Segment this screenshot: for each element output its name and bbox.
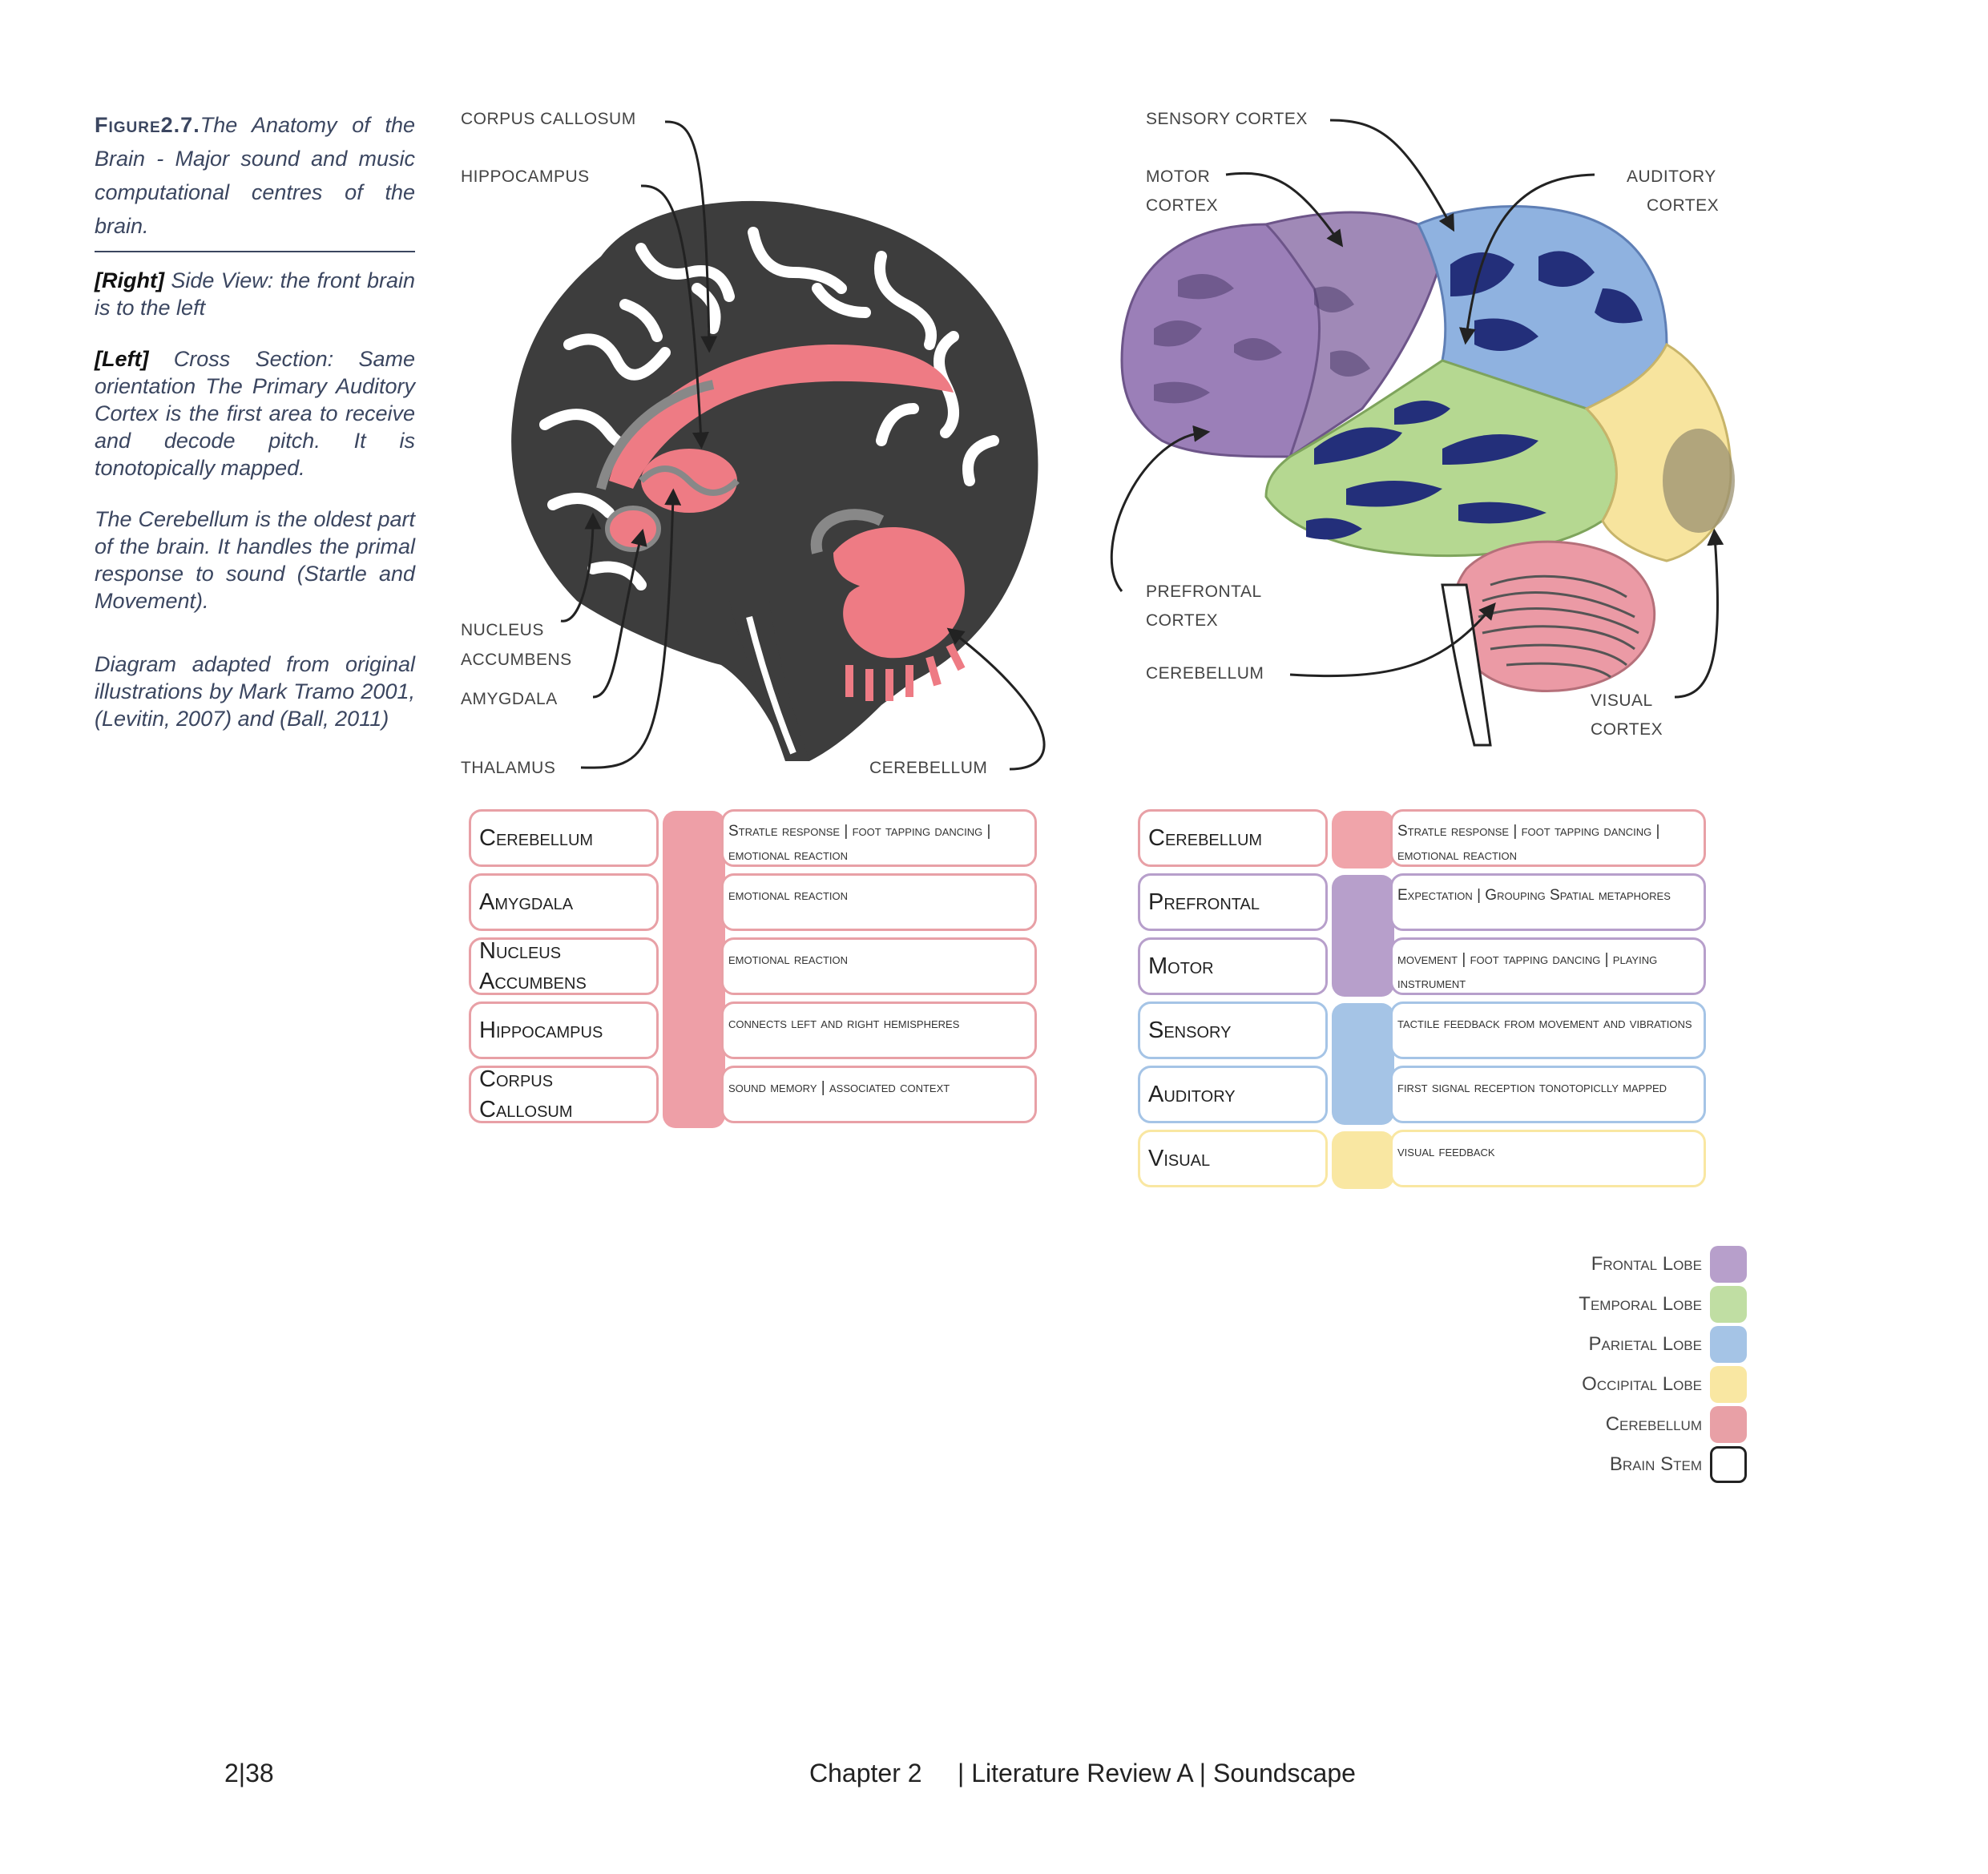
label-sensory-cortex: SENSORY CORTEX <box>1146 110 1308 128</box>
label-prefrontal: PREFRONTAL <box>1146 582 1262 601</box>
legend-swatch <box>1710 1446 1747 1483</box>
region-description: first signal reception tonotopiclly mapp… <box>1390 1066 1706 1123</box>
swatch-parietal <box>1332 1003 1394 1125</box>
legend-item: Parietal Lobe <box>1588 1326 1747 1363</box>
table-row: Nucleus Accumbens emotional reaction <box>469 937 1046 998</box>
table-row: Amygdala emotional reaction <box>469 873 1046 934</box>
figure-title-block: Figure2.7.The Anatomy of the Brain - Maj… <box>95 108 415 243</box>
region-name: Cerebellum <box>1138 809 1328 867</box>
caption-cerebellum-note: The Cerebellum is the oldest part of the… <box>95 507 415 613</box>
left-table-swatch-bar <box>663 811 725 1128</box>
brain-cross-section-illustration <box>511 120 1046 771</box>
label-cerebellum-right: CEREBELLUM <box>1146 664 1264 683</box>
table-row: Cerebellum Stratle response | foot tappi… <box>469 809 1046 870</box>
brain-cross-section: CORPUS CALLOSUM HIPPOCAMPUS NUCLEUS ACCU… <box>433 104 1090 793</box>
caption-source-note: Diagram adapted from original illustrati… <box>95 652 415 731</box>
footer-section: | Literature Review A | Soundscape <box>958 1759 1356 1787</box>
caption-divider <box>95 251 415 252</box>
legend-swatch <box>1710 1246 1747 1283</box>
legend-label: Brain Stem <box>1609 1453 1702 1475</box>
right-tag: [Right] <box>95 268 164 292</box>
right-region-table: Cerebellum Stratle response | foot tappi… <box>1138 809 1715 1194</box>
table-row: Sensory tactile feedback from movement a… <box>1138 1001 1715 1062</box>
legend-item: Occipital Lobe <box>1582 1366 1747 1403</box>
caption-right-note: [Right] Side View: the front brain is to… <box>95 267 415 321</box>
left-text: Cross Section: Same orientation The Prim… <box>95 347 415 480</box>
legend-swatch <box>1710 1286 1747 1323</box>
region-name: Amygdala <box>469 873 659 931</box>
label-nucleus: NUCLEUS <box>461 621 544 639</box>
legend-label: Parietal Lobe <box>1588 1333 1702 1355</box>
brain-side-view-illustration <box>1110 119 1735 747</box>
region-name: Visual <box>1138 1130 1328 1187</box>
region-description: Stratle response | foot tapping dancing … <box>1390 809 1706 867</box>
legend-item: Frontal Lobe <box>1591 1246 1747 1283</box>
brain-side-view: SENSORY CORTEX MOTOR CORTEX AUDITORY COR… <box>1106 104 1763 793</box>
legend-item: Temporal Lobe <box>1579 1286 1747 1323</box>
region-description: visual feedback <box>1390 1130 1706 1187</box>
region-description: sound memory | associated context <box>721 1066 1037 1123</box>
region-description: movement | foot tapping dancing | playin… <box>1390 937 1706 995</box>
region-description: Stratle response | foot tapping dancing … <box>721 809 1037 867</box>
region-description: emotional reaction <box>721 873 1037 931</box>
label-motor-cortex: CORTEX <box>1146 196 1219 215</box>
swatch-cerebellum <box>1332 811 1394 868</box>
region-description: connects left and right hemispheres <box>721 1001 1037 1059</box>
legend-label: Occipital Lobe <box>1582 1373 1702 1395</box>
legend-label: Frontal Lobe <box>1591 1253 1702 1275</box>
lobe-legend: Frontal Lobe Temporal Lobe Parietal Lobe… <box>1482 1246 1747 1486</box>
left-region-table: Cerebellum Stratle response | foot tappi… <box>469 809 1046 1130</box>
swatch-frontal <box>1332 875 1394 997</box>
label-corpus-callosum: CORPUS CALLOSUM <box>461 110 636 128</box>
table-row: Auditory first signal reception tonotopi… <box>1138 1066 1715 1126</box>
label-visual: VISUAL <box>1591 691 1653 710</box>
label-auditory: AUDITORY <box>1627 167 1716 186</box>
label-visual-cortex: CORTEX <box>1591 720 1663 739</box>
legend-item: Brain Stem <box>1610 1446 1747 1483</box>
right-text: Side View: the front brain is to the lef… <box>95 268 415 320</box>
label-hippocampus: HIPPOCAMPUS <box>461 167 590 186</box>
label-amygdala: AMYGDALA <box>461 690 558 708</box>
caption-left-note: [Left] Cross Section: Same orientation T… <box>95 345 415 482</box>
legend-label: Temporal Lobe <box>1579 1293 1702 1315</box>
table-row: Hippocampus connects left and right hemi… <box>469 1001 1046 1062</box>
region-name: Nucleus Accumbens <box>469 937 659 995</box>
table-row: Cerebellum Stratle response | foot tappi… <box>1138 809 1715 870</box>
table-row: Motor movement | foot tapping dancing | … <box>1138 937 1715 998</box>
table-row: Prefrontal Expectation | Grouping Spatia… <box>1138 873 1715 934</box>
legend-swatch <box>1710 1326 1747 1363</box>
region-description: emotional reaction <box>721 937 1037 995</box>
footer-chapter: Chapter 2 <box>809 1759 922 1787</box>
region-name: Auditory <box>1138 1066 1328 1123</box>
region-name: Motor <box>1138 937 1328 995</box>
table-row: Corpus Callosum sound memory | associate… <box>469 1066 1046 1126</box>
swatch-occipital <box>1332 1131 1394 1189</box>
figure-label: Figure2.7. <box>95 113 200 137</box>
figure-title: The Anatomy of the Brain - Major sound a… <box>95 113 415 238</box>
left-tag: [Left] <box>95 347 149 371</box>
legend-swatch <box>1710 1366 1747 1403</box>
label-accumbens: ACCUMBENS <box>461 651 572 669</box>
label-auditory-cortex: CORTEX <box>1647 196 1720 215</box>
region-name: Sensory <box>1138 1001 1328 1059</box>
legend-swatch <box>1710 1406 1747 1443</box>
label-motor: MOTOR <box>1146 167 1211 186</box>
label-thalamus: THALAMUS <box>461 759 556 777</box>
region-name: Prefrontal <box>1138 873 1328 931</box>
region-name: Cerebellum <box>469 809 659 867</box>
legend-item: Cerebellum <box>1606 1406 1747 1443</box>
region-description: Expectation | Grouping Spatial metaphore… <box>1390 873 1706 931</box>
region-name: Hippocampus <box>469 1001 659 1059</box>
figure-caption: Figure2.7.The Anatomy of the Brain - Maj… <box>95 108 415 756</box>
label-prefrontal-cortex: CORTEX <box>1146 611 1219 630</box>
region-description: tactile feedback from movement and vibra… <box>1390 1001 1706 1059</box>
region-name: Corpus Callosum <box>469 1066 659 1123</box>
label-cerebellum-left: CEREBELLUM <box>869 759 988 777</box>
legend-label: Cerebellum <box>1605 1413 1702 1435</box>
table-row: Visual visual feedback <box>1138 1130 1715 1191</box>
page-number: 2|38 <box>224 1759 274 1787</box>
